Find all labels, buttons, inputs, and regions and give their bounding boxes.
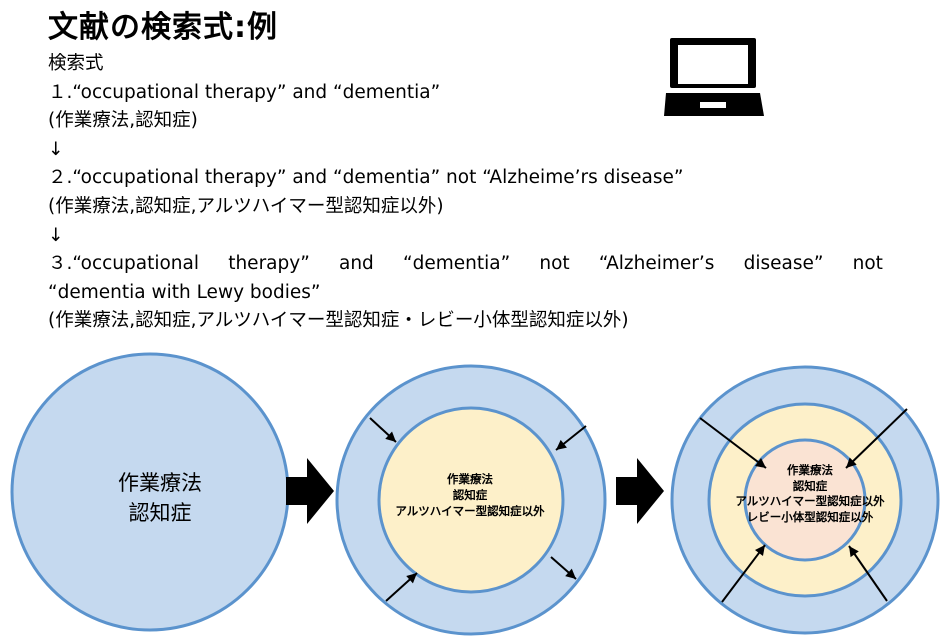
query-3-word: and bbox=[339, 253, 374, 275]
pointer-arrow-head bbox=[846, 457, 857, 468]
circle-1-line-2: 認知症 bbox=[128, 501, 192, 525]
circle-1-line-1: 作業療法 bbox=[118, 471, 202, 495]
query-1-line: １.“occupational therapy” and “dementia” bbox=[48, 81, 441, 103]
circle-2-line-3: アルツハイマー型認知症以外 bbox=[395, 504, 545, 518]
pointer-arrow-head bbox=[385, 431, 396, 442]
down-arrow-2: ↓ bbox=[48, 224, 64, 246]
circle-2-line-2: 認知症 bbox=[452, 488, 488, 502]
pointer-arrow-head bbox=[849, 546, 859, 558]
block-arrow-2 bbox=[616, 458, 664, 524]
query-3-word: ３.“occupational bbox=[48, 253, 199, 275]
pointer-arrow-head bbox=[565, 568, 576, 579]
circle-3-line-4: レビー小体型認知症以外 bbox=[746, 509, 874, 524]
circle-1-label: 作業療法 認知症 bbox=[60, 468, 260, 528]
query-3-line-2: “dementia with Lewy bodies” bbox=[48, 281, 321, 303]
page-title: 文献の検索式:例 bbox=[48, 10, 278, 45]
query-1-japanese: (作業療法,認知症) bbox=[48, 110, 198, 132]
circle-2-line-1: 作業療法 bbox=[447, 472, 493, 486]
pointer-arrow-line bbox=[848, 545, 888, 602]
pointer-arrow-line bbox=[721, 544, 766, 603]
query-3-word: not bbox=[539, 253, 570, 275]
circle-3-line-2: 認知症 bbox=[792, 478, 828, 493]
pointer-arrow-head bbox=[754, 545, 765, 556]
block-arrow-1 bbox=[286, 458, 334, 524]
query-3-word: “dementia” bbox=[403, 253, 511, 275]
pointer-arrow-head bbox=[556, 439, 567, 450]
down-arrow-1: ↓ bbox=[48, 138, 64, 160]
search-heading: 検索式 bbox=[48, 53, 104, 74]
pointer-arrow-line bbox=[699, 417, 767, 469]
circle-3-inner bbox=[743, 438, 867, 562]
query-3-japanese: (作業療法,認知症,アルツハイマー型認知症・レビー小体型認知症以外) bbox=[48, 310, 629, 332]
laptop-icon bbox=[664, 38, 764, 116]
circle-2-inner bbox=[377, 406, 565, 594]
circle-3-line-1: 作業療法 bbox=[787, 463, 833, 477]
query-2-japanese: (作業療法,認知症,アルツハイマー型認知症以外) bbox=[48, 195, 444, 217]
circle-3-label: 作業療法 認知症 アルツハイマー型認知症以外 レビー小体型認知症以外 bbox=[700, 463, 920, 525]
search-query-list: 検索式 １.“occupational therapy” and “dement… bbox=[48, 50, 883, 336]
circle-2-label: 作業療法 認知症 アルツハイマー型認知症以外 bbox=[370, 471, 570, 519]
circle-3-line-3: アルツハイマー型認知症以外 bbox=[735, 494, 885, 508]
query-3-word: not bbox=[852, 253, 883, 275]
query-3-word: therapy” bbox=[228, 253, 310, 275]
pointer-arrow-head bbox=[755, 457, 766, 468]
pointer-arrow-head bbox=[406, 573, 417, 584]
pointer-arrows bbox=[369, 408, 908, 603]
query-2-line: ２.“occupational therapy” and “dementia” … bbox=[48, 167, 684, 189]
query-3-line-1: ３.“occupational therapy” and “dementia” … bbox=[48, 250, 883, 279]
query-3-word: disease” bbox=[743, 253, 824, 275]
query-3-word: “Alzheimer’s bbox=[598, 253, 715, 275]
pointer-arrow-line bbox=[845, 408, 908, 469]
